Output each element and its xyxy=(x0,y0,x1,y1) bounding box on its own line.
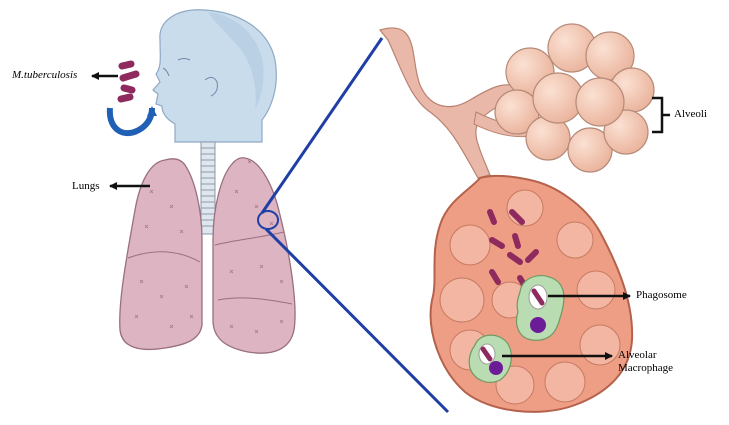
label-alveoli: Alveoli xyxy=(674,108,707,121)
nucleus xyxy=(530,317,546,333)
label-phagosome: Phagosome xyxy=(636,289,687,302)
label-macrophage-line1: Alveolar xyxy=(618,349,656,362)
label-macrophage-line2: Macrophage xyxy=(618,362,673,375)
trachea-icon xyxy=(201,142,215,234)
label-pathogen: M.tuberculosis xyxy=(12,69,77,82)
bacteria-icon xyxy=(121,64,136,99)
alveoli-icon xyxy=(495,24,654,172)
label-lungs: Lungs xyxy=(72,180,100,193)
alveoli-bracket xyxy=(652,98,670,132)
head-icon xyxy=(153,10,276,142)
inhalation-arrow-icon xyxy=(110,108,152,133)
